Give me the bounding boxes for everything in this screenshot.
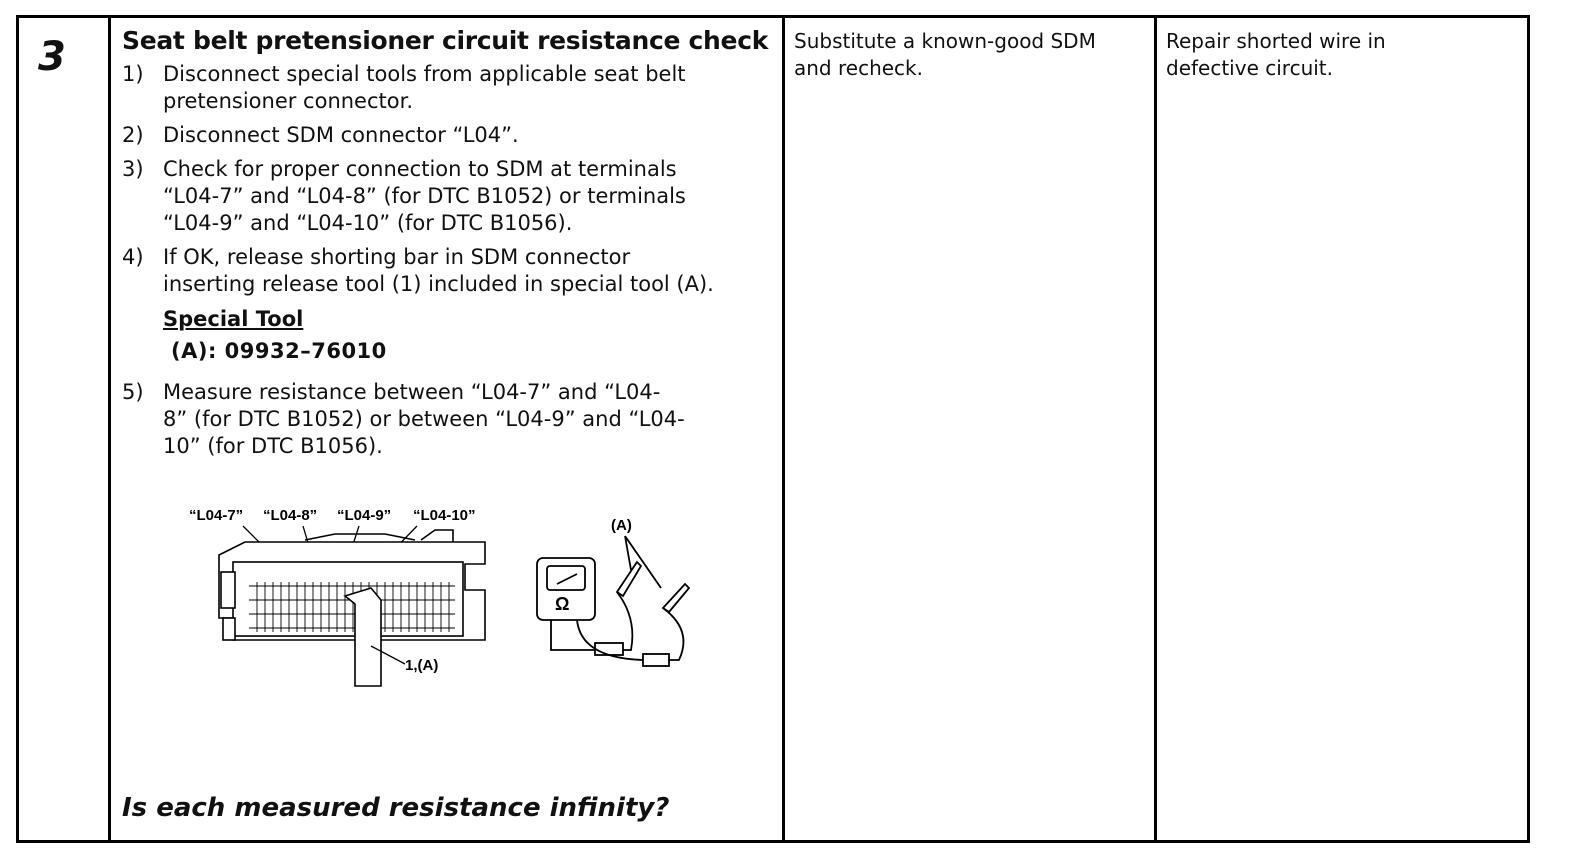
procedure-step-5: 5) Measure resistance between “L04-7” an… bbox=[122, 379, 780, 460]
step-index: 5) bbox=[122, 380, 144, 404]
connector-ohmmeter-illustration: “L04-7” “L04-8” “L04-9” “L04-10” 1,(A) (… bbox=[189, 507, 691, 687]
procedure-table bbox=[16, 15, 1530, 843]
step-title: Seat belt pretensioner circuit resistanc… bbox=[122, 26, 769, 55]
step-number: 3 bbox=[38, 34, 66, 80]
step-text: Disconnect SDM connector “L04”. bbox=[163, 123, 519, 147]
step-text: If OK, release shorting bar in SDM conne… bbox=[163, 245, 714, 296]
procedure-step-2: 2) Disconnect SDM connector “L04”. bbox=[122, 122, 780, 149]
step-text: Check for proper connection to SDM at te… bbox=[163, 157, 686, 235]
no-action-cell: Repair shorted wire in defective circuit… bbox=[1166, 29, 1386, 80]
column-divider-1 bbox=[108, 15, 111, 843]
column-divider-2 bbox=[782, 15, 785, 843]
step-content: Seat belt pretensioner circuit resistanc… bbox=[122, 26, 780, 467]
special-tool-block: Special Tool (A): 09932–76010 bbox=[163, 305, 780, 363]
terminal-label-l04-9: “L04-9” bbox=[337, 507, 391, 524]
special-tool-number: (A): 09932–76010 bbox=[171, 339, 387, 363]
step-text: Measure resistance between “L04-7” and “… bbox=[163, 380, 685, 458]
procedure-step-3: 3) Check for proper connection to SDM at… bbox=[122, 156, 780, 237]
special-tool-heading: Special Tool bbox=[163, 307, 304, 331]
check-question: Is each measured resistance infinity? bbox=[122, 793, 670, 823]
step-text: Disconnect special tools from applicable… bbox=[163, 62, 686, 113]
ohmmeter-drawing bbox=[536, 557, 596, 621]
procedure-step-4: 4) If OK, release shorting bar in SDM co… bbox=[122, 244, 780, 298]
column-divider-3 bbox=[1154, 15, 1157, 843]
ohm-symbol-icon: Ω bbox=[555, 594, 569, 614]
terminal-label-l04-10: “L04-10” bbox=[413, 507, 476, 524]
terminal-label-l04-8: “L04-8” bbox=[263, 507, 317, 524]
release-tool-label: 1,(A) bbox=[405, 657, 438, 674]
step-index: 4) bbox=[122, 245, 144, 269]
procedure-step-1: 1) Disconnect special tools from applica… bbox=[122, 61, 780, 115]
special-tool-callout: (A) bbox=[611, 517, 632, 534]
procedure-steps-continued: 5) Measure resistance between “L04-7” an… bbox=[122, 379, 780, 460]
step-index: 2) bbox=[122, 123, 144, 147]
sdm-connector-drawing bbox=[218, 529, 486, 641]
procedure-steps: 1) Disconnect special tools from applica… bbox=[122, 61, 780, 298]
terminal-label-l04-7: “L04-7” bbox=[189, 507, 243, 524]
step-index: 1) bbox=[122, 62, 144, 86]
yes-action-cell: Substitute a known-good SDM and recheck. bbox=[794, 29, 1096, 80]
release-tool-drawing bbox=[343, 587, 382, 687]
step-index: 3) bbox=[122, 157, 144, 181]
